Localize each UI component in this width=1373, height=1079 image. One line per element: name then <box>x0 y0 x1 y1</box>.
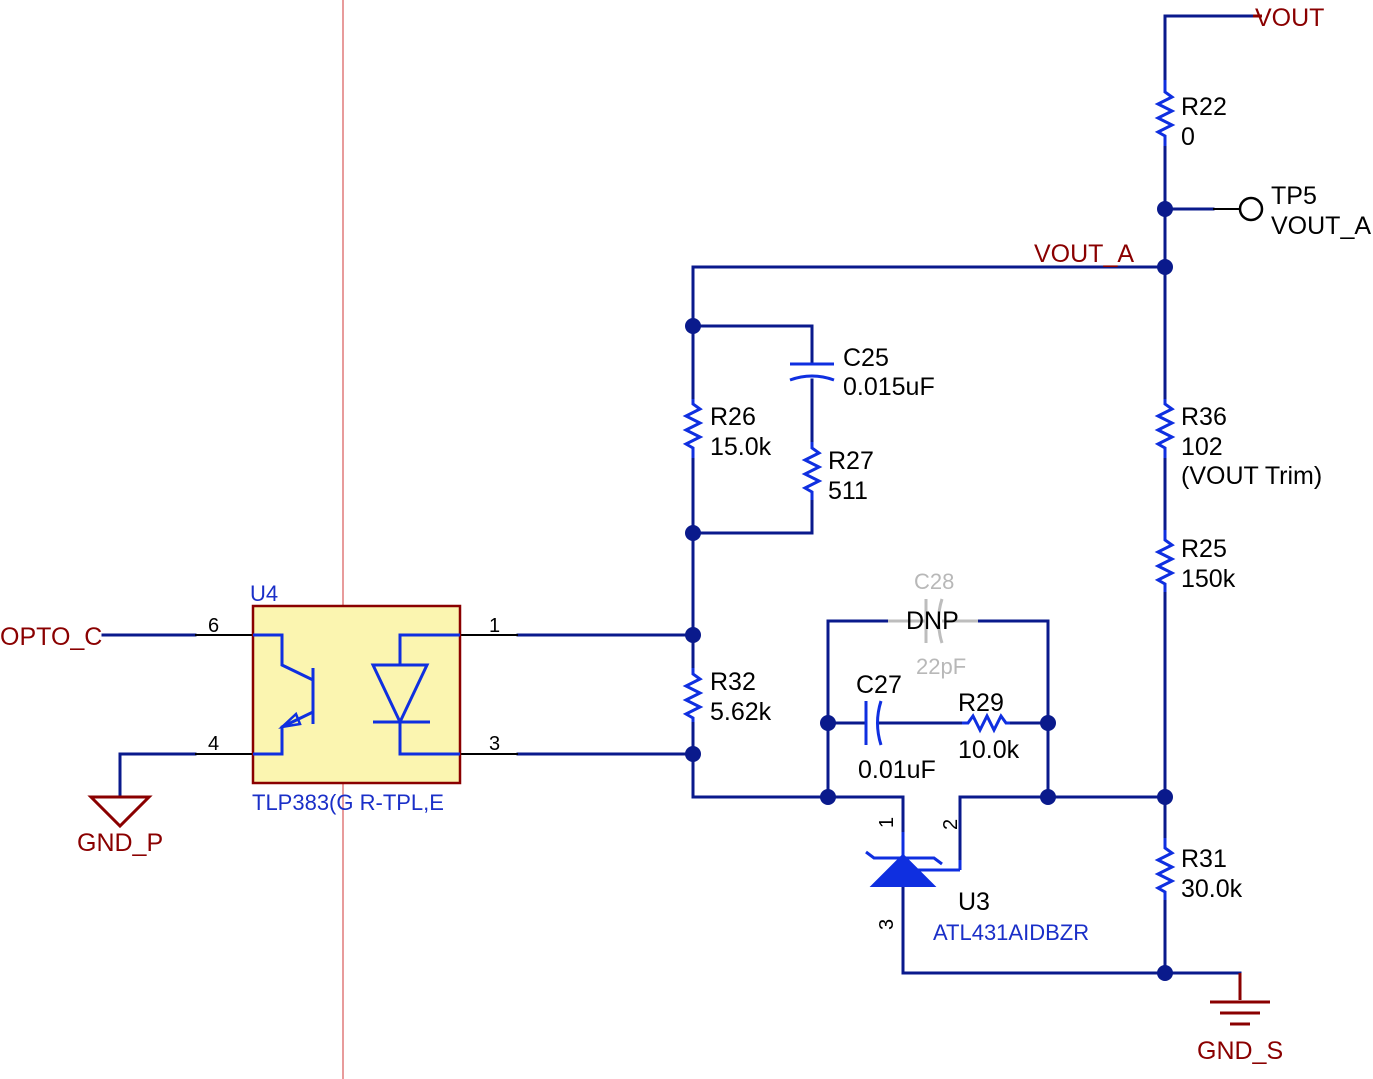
ground-gnd-p-symbol[interactable]: GND_P <box>77 795 163 857</box>
r27-value: 511 <box>828 477 868 505</box>
c28-value: 22pF <box>916 654 966 679</box>
c25-value: 0.015uF <box>843 373 935 401</box>
u4-pin4-label: 4 <box>208 733 219 755</box>
resistor-r32[interactable]: R32 5.62k <box>682 668 772 726</box>
net-label-vout-a[interactable]: VOUT_A <box>1034 240 1134 268</box>
c27-value: 0.01uF <box>858 756 936 784</box>
junction-dot <box>1157 259 1173 275</box>
r32-value: 5.62k <box>710 698 772 726</box>
c25-ref: C25 <box>843 344 889 372</box>
junction-dot <box>685 318 701 334</box>
junctions <box>685 201 1173 981</box>
junction-dot <box>820 715 836 731</box>
r22-value: 0 <box>1181 123 1195 151</box>
ground-gnd-s-symbol[interactable]: GND_S <box>1197 1000 1283 1065</box>
resistor-r22[interactable]: R22 0 <box>1154 80 1227 151</box>
junction-dot <box>1040 715 1056 731</box>
r22-ref: R22 <box>1181 93 1227 121</box>
u3-pin3-label: 3 <box>876 919 898 930</box>
r26-value: 15.0k <box>710 433 772 461</box>
resistor-r26[interactable]: R26 15.0k <box>682 399 772 461</box>
u3-ref: U3 <box>958 888 990 916</box>
junction-dot <box>1157 965 1173 981</box>
capacitor-c27[interactable]: C27 0.01uF <box>856 671 936 784</box>
junction-dot <box>1157 789 1173 805</box>
r25-ref: R25 <box>1181 535 1227 563</box>
r26-ref: R26 <box>710 403 756 431</box>
wires <box>101 14 1262 1000</box>
r31-value: 30.0k <box>1181 875 1243 903</box>
c28-dnp-label: DNP <box>906 607 959 635</box>
c28-ref: C28 <box>914 569 954 594</box>
r25-value: 150k <box>1181 565 1236 593</box>
net-label-vout[interactable]: VOUT <box>1255 4 1324 32</box>
resistor-r25[interactable]: R25 150k <box>1154 530 1236 593</box>
testpoint-tp5[interactable]: TP5 VOUT_A <box>1238 182 1371 240</box>
junction-dot <box>685 525 701 541</box>
tp5-ref: TP5 <box>1271 182 1317 210</box>
ic-u4-optocoupler[interactable]: 6 4 1 3 U4 TLP383(G R-TPL,E <box>208 581 500 815</box>
u4-pin1-label: 1 <box>489 615 500 637</box>
r29-ref: R29 <box>958 689 1004 717</box>
resistor-r36[interactable]: R36 102 (VOUT Trim) <box>1154 399 1322 490</box>
junction-dot <box>685 746 701 762</box>
u3-pin1-label: 1 <box>876 817 898 828</box>
u4-part: TLP383(G R-TPL,E <box>252 790 444 815</box>
c27-ref: C27 <box>856 671 902 699</box>
r36-ref: R36 <box>1181 403 1227 431</box>
capacitor-c25[interactable]: C25 0.015uF <box>789 344 935 401</box>
tp5-value: VOUT_A <box>1271 212 1371 240</box>
u4-pin3-label: 3 <box>489 733 500 755</box>
u4-body <box>251 604 462 785</box>
u4-ref: U4 <box>250 581 278 606</box>
net-label-gnd-s: GND_S <box>1197 1037 1283 1065</box>
junction-dot <box>685 627 701 643</box>
net-label-gnd-p: GND_P <box>77 829 163 857</box>
net-label-opto-c[interactable]: OPTO_C <box>0 623 102 651</box>
r36-note: (VOUT Trim) <box>1181 462 1322 490</box>
junction-dot <box>1157 201 1173 217</box>
r32-ref: R32 <box>710 668 756 696</box>
u3-pin2-label: 2 <box>940 819 962 830</box>
resistor-r27[interactable]: R27 511 <box>801 442 874 505</box>
ic-u3-shunt-regulator[interactable]: 1 2 3 U3 ATL431AIDBZR <box>865 817 1089 945</box>
r36-value: 102 <box>1181 433 1223 461</box>
resistor-r31[interactable]: R31 30.0k <box>1154 838 1243 903</box>
r29-value: 10.0k <box>958 736 1020 764</box>
junction-dot <box>1040 789 1056 805</box>
u4-pin6-label: 6 <box>208 615 219 637</box>
u3-part: ATL431AIDBZR <box>933 920 1089 945</box>
junction-dot <box>820 789 836 805</box>
resistor-r29[interactable]: R29 10.0k <box>958 689 1020 764</box>
r27-ref: R27 <box>828 447 874 475</box>
r31-ref: R31 <box>1181 845 1227 873</box>
capacitor-c28-dnp[interactable]: C28 DNP 22pF <box>888 569 978 679</box>
